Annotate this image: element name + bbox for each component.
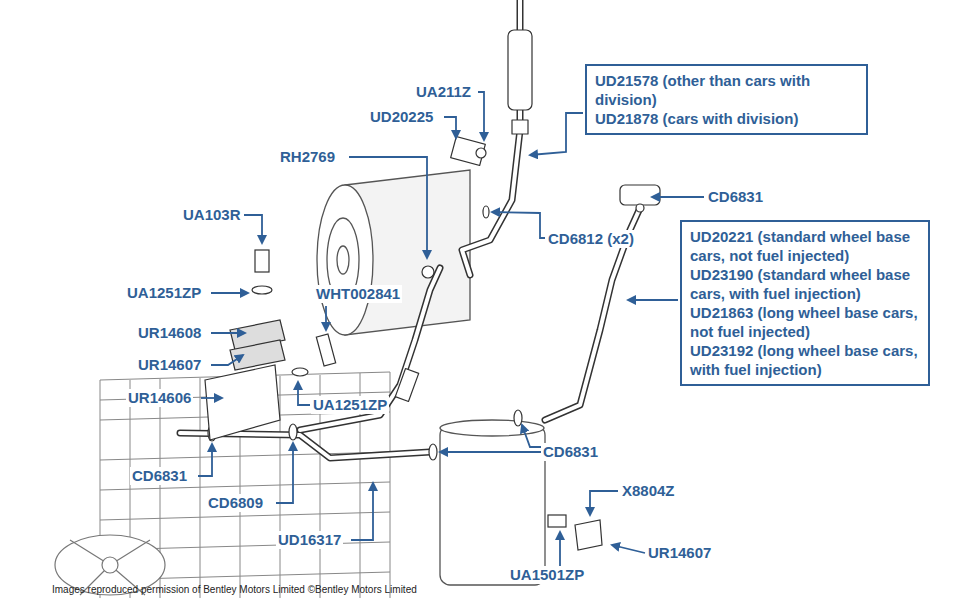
part-number-text: UD23190 (standard wheel base cars, with … [690, 265, 920, 303]
callout-number: CD6831 [130, 467, 189, 485]
callout-number: UA1251ZP [311, 396, 389, 414]
callout-number: UD16317 [276, 531, 343, 549]
leader-lines [198, 92, 704, 570]
receiver-drier [440, 420, 545, 585]
part-number-text: UD21863 (long wheel base cars, not fuel … [690, 303, 920, 341]
callout-number: X8804Z [620, 482, 677, 500]
compressor [317, 170, 470, 335]
part-number-text: UD21578 (other than cars with division) [595, 71, 858, 109]
callout-number: CD6831 [541, 443, 600, 461]
callout-number: UR14606 [126, 389, 193, 407]
callout-number: UD20225 [368, 108, 435, 126]
part-number-text: UD21878 (cars with division) [595, 109, 858, 128]
callout-number: CD6809 [206, 494, 265, 512]
callout-number: UA1251ZP [125, 284, 203, 302]
callout-number: CD6812 (x2) [546, 230, 636, 248]
clamp-parts [205, 250, 602, 550]
callout-number: UA1501ZP [508, 566, 586, 584]
callout-number: WHT002841 [314, 285, 402, 303]
callout-box: UD20221 (standard wheel base cars, not f… [680, 220, 930, 386]
callout-number: UR14607 [136, 356, 203, 374]
callout-number: UA103R [181, 206, 243, 224]
part-number-text: UD20221 (standard wheel base cars, not f… [690, 227, 920, 265]
part-number-text: UD23192 (long wheel base cars, with fuel… [690, 341, 920, 379]
callout-number: UA211Z [414, 83, 473, 101]
callout-box: UD21578 (other than cars with division)U… [585, 64, 868, 135]
callout-number: RH2769 [278, 148, 337, 166]
copyright-note: Images reproduced permission of Bentley … [50, 584, 419, 596]
callout-number: UR14608 [136, 324, 203, 342]
callout-number: UR14607 [646, 544, 713, 562]
callout-number: CD6831 [706, 188, 765, 206]
